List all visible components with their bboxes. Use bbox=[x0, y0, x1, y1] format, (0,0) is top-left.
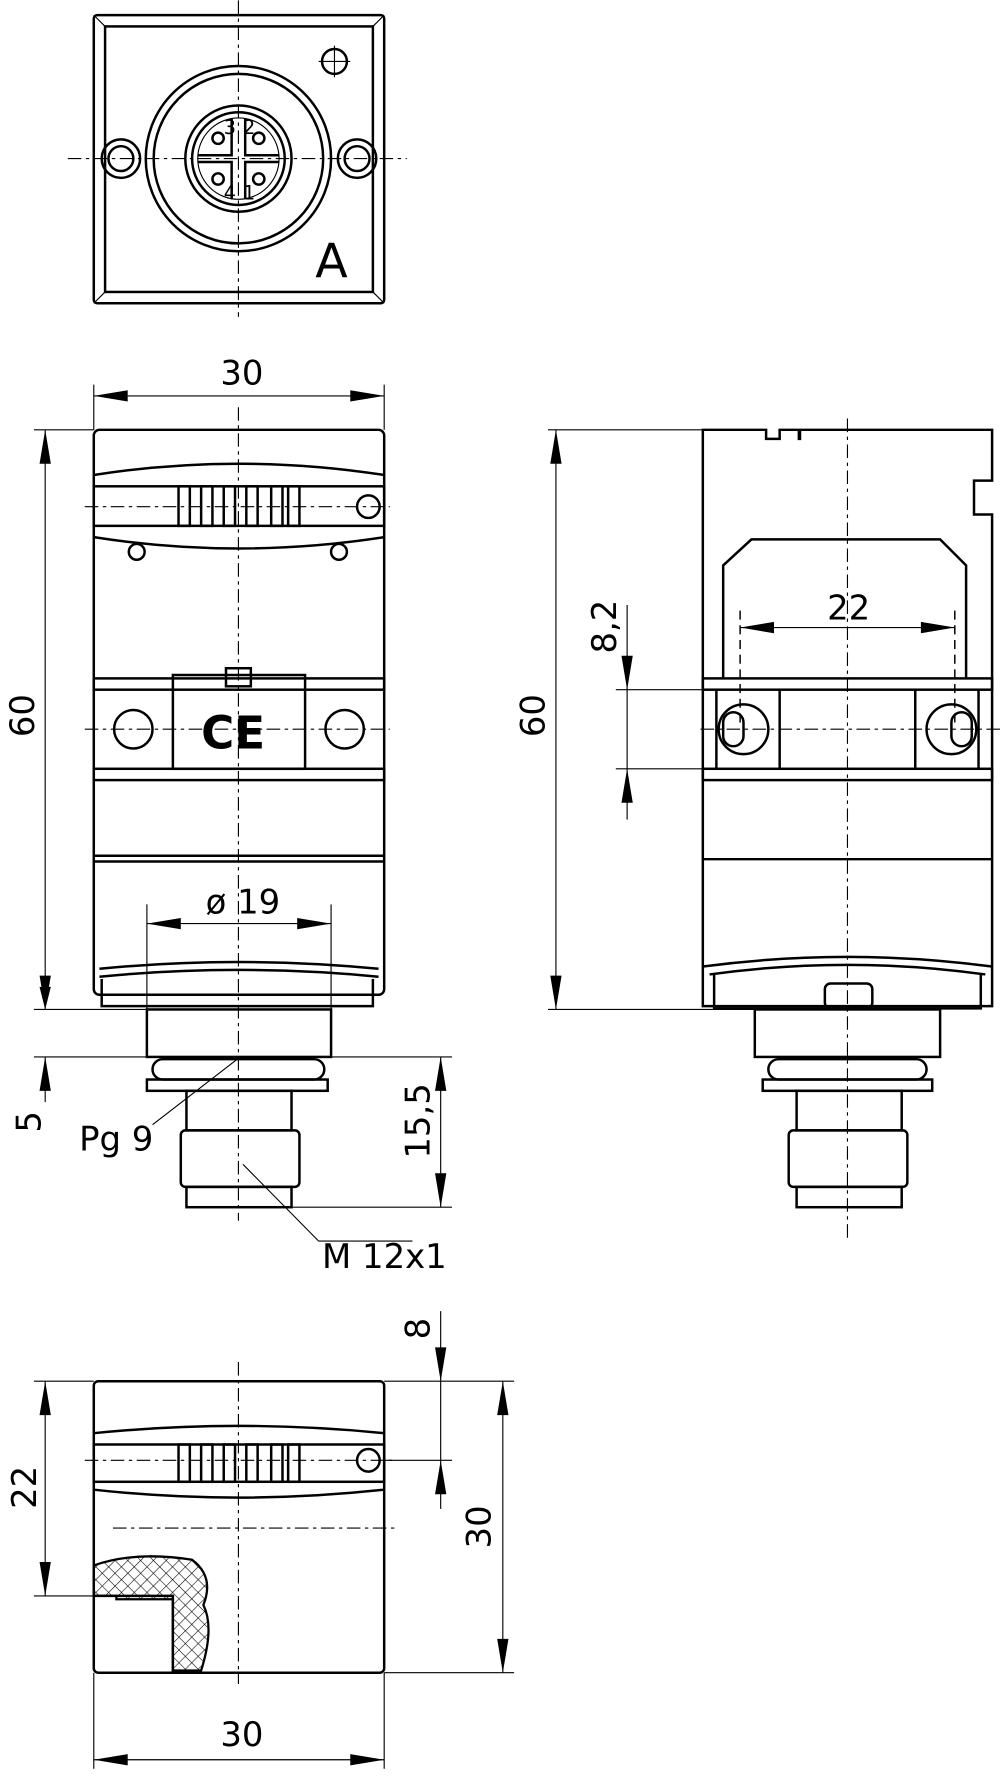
dim-offset-5: 5 bbox=[10, 1111, 49, 1133]
label-pg9: Pg 9 bbox=[79, 1120, 153, 1159]
dim-offset-8: 8 bbox=[398, 1318, 437, 1340]
dim-height-60-side: 60 bbox=[514, 694, 553, 737]
ce-mark: CE bbox=[201, 706, 265, 759]
pin-2-label: 2 bbox=[243, 116, 255, 139]
dim-length-15-5: 15,5 bbox=[398, 1083, 437, 1158]
dim-offset-8-2: 8,2 bbox=[585, 600, 624, 654]
dim-height-60: 60 bbox=[3, 694, 42, 737]
pin-3-label: 3 bbox=[224, 116, 236, 139]
pin-4-label: 4 bbox=[224, 181, 236, 204]
dim-height-22: 22 bbox=[5, 1466, 44, 1509]
marking-a: A bbox=[315, 234, 348, 289]
label-m12: M 12x1 bbox=[322, 1237, 447, 1276]
bottom-view: 22 8 30 30 bbox=[5, 1311, 515, 1769]
side-view: 22 8,2 60 bbox=[514, 418, 1000, 1238]
dim-depth-30: 30 bbox=[459, 1505, 498, 1548]
dim-diameter-19: ø 19 bbox=[206, 882, 281, 921]
front-view: CE 30 60 5 ø 19 Pg 9 15,5 M 12x1 bbox=[3, 354, 452, 1276]
dim-spacing-22: 22 bbox=[827, 589, 870, 628]
dim-width-30: 30 bbox=[220, 354, 263, 393]
dim-width-30-bottom: 30 bbox=[220, 1715, 263, 1754]
pin-1-label: 1 bbox=[243, 181, 255, 204]
top-view: 3 2 4 1 A bbox=[67, 0, 407, 317]
